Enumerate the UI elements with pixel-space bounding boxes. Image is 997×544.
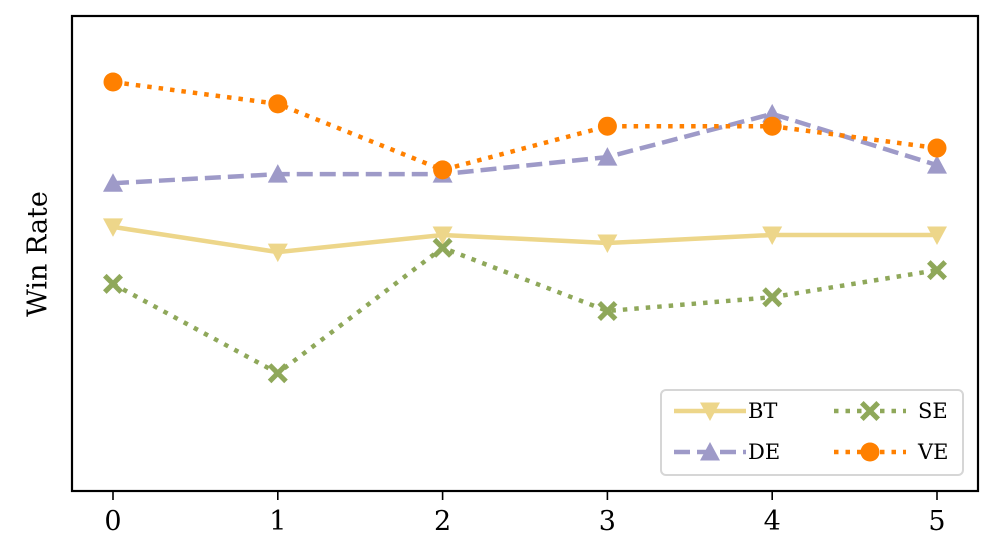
plot-frame <box>70 14 980 493</box>
data-point-marker <box>433 160 453 180</box>
series-layer <box>103 72 947 384</box>
legend-marker-se-icon <box>860 401 880 421</box>
data-point-marker <box>597 234 618 254</box>
legend-handles <box>674 401 906 462</box>
series-se <box>103 237 947 384</box>
y-axis-label: Win Rate <box>22 191 54 317</box>
series-line <box>112 224 937 255</box>
x-tick-label: 2 <box>434 506 452 537</box>
data-point-marker <box>103 173 123 192</box>
data-point-marker <box>268 94 288 114</box>
x-tick-label: 5 <box>928 506 946 537</box>
data-point-marker <box>267 363 288 384</box>
data-point-marker <box>762 103 783 123</box>
data-point-marker <box>762 226 783 245</box>
data-point-marker <box>432 237 453 258</box>
data-point-marker <box>597 300 618 321</box>
legend-label-bt: BT <box>748 399 778 423</box>
data-point-marker <box>927 138 947 158</box>
series-line <box>112 111 938 186</box>
legend-marker-de-icon <box>700 442 720 461</box>
data-point-marker <box>103 72 123 92</box>
data-point-marker <box>267 243 288 263</box>
data-point-marker <box>762 116 782 136</box>
series-line <box>112 79 938 173</box>
series-ve <box>103 72 947 180</box>
series-line <box>111 245 938 376</box>
x-tick-label: 3 <box>598 506 616 537</box>
data-point-marker <box>597 147 618 166</box>
data-point-marker <box>927 226 947 245</box>
legend-label-ve: VE <box>918 440 949 464</box>
data-point-marker <box>927 155 947 174</box>
data-point-marker <box>597 116 617 136</box>
legend-label-se: SE <box>918 399 948 423</box>
legend-label-de: DE <box>748 440 781 464</box>
data-point-marker <box>927 260 947 281</box>
x-tick-label: 1 <box>269 506 287 537</box>
data-point-marker <box>762 287 783 308</box>
legend-marker-bt-icon <box>700 402 720 421</box>
x-axis-ticks <box>112 491 938 500</box>
series-de <box>103 103 947 192</box>
data-point-marker <box>103 218 123 237</box>
legend-marker-ve-icon <box>860 442 880 462</box>
data-point-marker <box>103 273 123 294</box>
x-tick-label: 0 <box>104 506 122 537</box>
legend: BT DE SE VE <box>660 389 964 476</box>
data-point-marker <box>432 226 453 245</box>
x-tick-label: 4 <box>763 506 781 537</box>
data-point-marker <box>267 164 288 183</box>
series-bt <box>103 218 947 263</box>
